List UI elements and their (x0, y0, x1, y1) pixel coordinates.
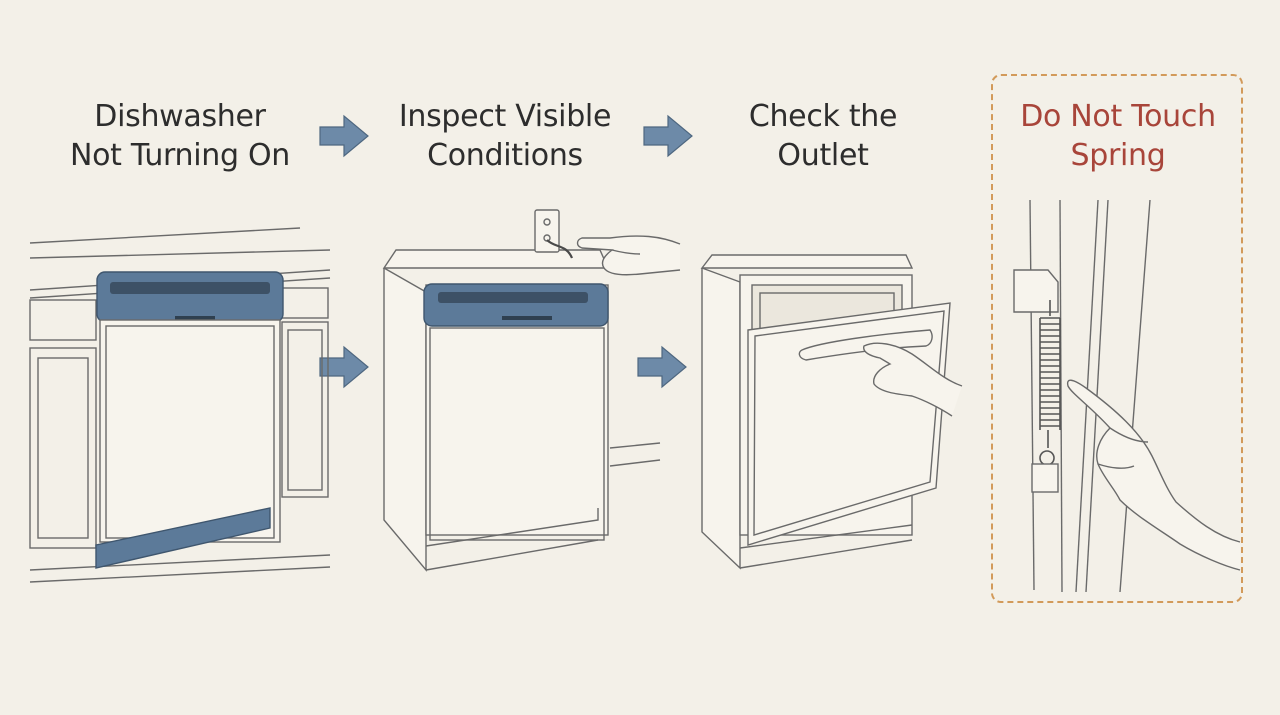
spring-coil (1039, 300, 1061, 466)
step-title-line: Check the (748, 99, 898, 134)
wall-outlet-icon (534, 209, 560, 253)
pointing-hand-icon (1066, 379, 1241, 571)
dishwasher-open-door-icon (700, 254, 963, 570)
warning-dashed-frame (991, 74, 1243, 603)
arrow-right-icon (319, 346, 369, 388)
step-title-line: Do Not Touch (1020, 99, 1216, 134)
step-title-do-not-touch-spring: Do Not Touch Spring (998, 97, 1238, 175)
built-in-dishwasher-icon (29, 227, 331, 583)
step-title-line: Inspect Visible (398, 99, 612, 134)
step-title-inspect-visible-conditions: Inspect Visible Conditions (385, 97, 625, 175)
step-title-line: Outlet (777, 138, 869, 173)
door-spring-icon (1013, 199, 1241, 593)
arrow-right-icon (637, 346, 687, 388)
step-title-line: Conditions (427, 138, 583, 173)
arrow-right-icon (319, 115, 369, 157)
step-title-line: Spring (1070, 138, 1166, 173)
pointing-hand-icon (576, 235, 681, 276)
hand-on-door-icon (863, 342, 963, 417)
step-title-check-the-outlet: Check the Outlet (703, 97, 943, 175)
step-title-line: Not Turning On (69, 138, 291, 173)
arrow-right-icon (643, 115, 693, 157)
dishwasher-icon (382, 209, 681, 572)
step-title-dishwasher-not-turning-on: Dishwasher Not Turning On (60, 97, 300, 175)
step-title-line: Dishwasher (94, 99, 266, 134)
